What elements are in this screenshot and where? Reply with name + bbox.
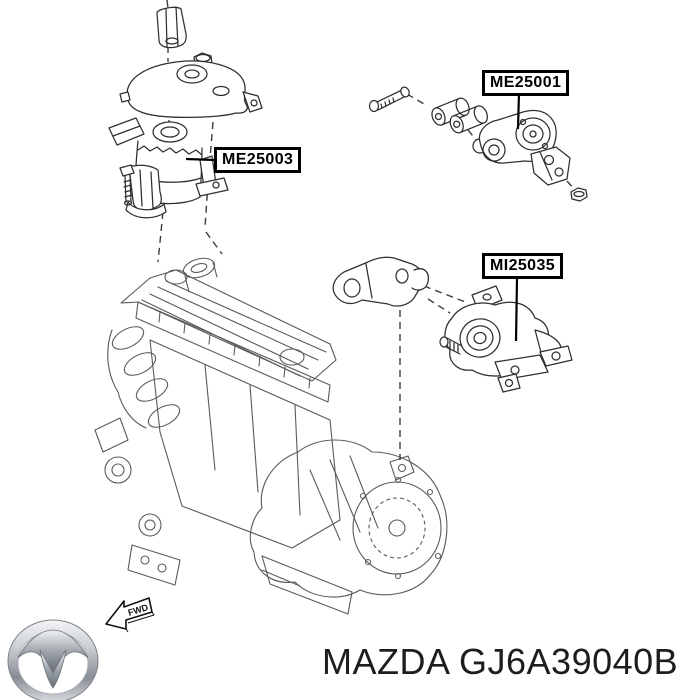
mount-cover-drawing xyxy=(119,60,263,118)
mazda-logo-icon xyxy=(7,619,99,700)
catalog-part-number-text: MAZDA GJ6A39040B xyxy=(322,641,679,682)
label-leader-lines xyxy=(185,92,521,342)
engine-mount-left-drawing xyxy=(332,256,573,393)
engine-mount-right-drawing xyxy=(108,6,263,219)
part-label-me25001[interactable]: ME25001 xyxy=(482,70,570,96)
rubber-damper-drawing xyxy=(156,6,187,49)
mount-body-drawing xyxy=(108,117,229,219)
left-mount-bolt-drawing xyxy=(439,336,463,355)
bolt-drawing xyxy=(119,164,135,206)
flange-nut-drawing xyxy=(570,187,588,202)
part-label-mi25035[interactable]: MI25035 xyxy=(482,253,564,279)
left-mount-body-drawing xyxy=(444,285,573,393)
torque-rod-bracket-drawing xyxy=(530,146,571,186)
part-label-me25003[interactable]: ME25003 xyxy=(214,147,302,173)
fwd-arrow: FWD xyxy=(105,597,155,633)
torque-rod-drawing xyxy=(368,86,588,202)
torque-rod-bushings-drawing xyxy=(431,97,488,134)
engine-transmission-drawing xyxy=(94,257,448,615)
stopper-bracket-drawing xyxy=(332,256,430,307)
torque-rod-bolt-drawing xyxy=(368,86,410,113)
